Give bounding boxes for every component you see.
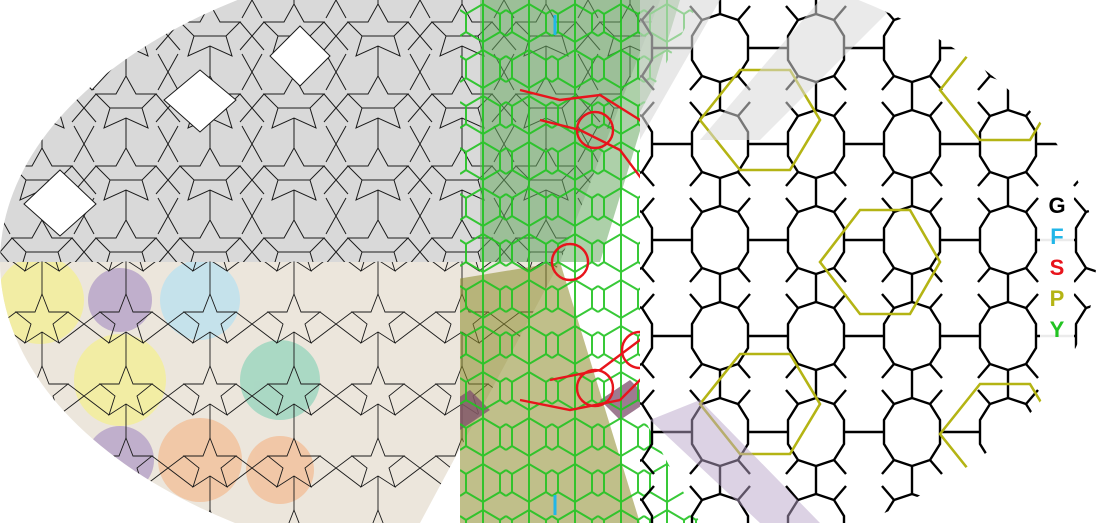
legend-item-p: P [1050, 283, 1065, 314]
legend-item-f: F [1050, 221, 1063, 252]
legend-item-g: G [1048, 190, 1065, 221]
legend-item-s: S [1050, 252, 1065, 283]
legend-item-y: Y [1050, 314, 1065, 345]
